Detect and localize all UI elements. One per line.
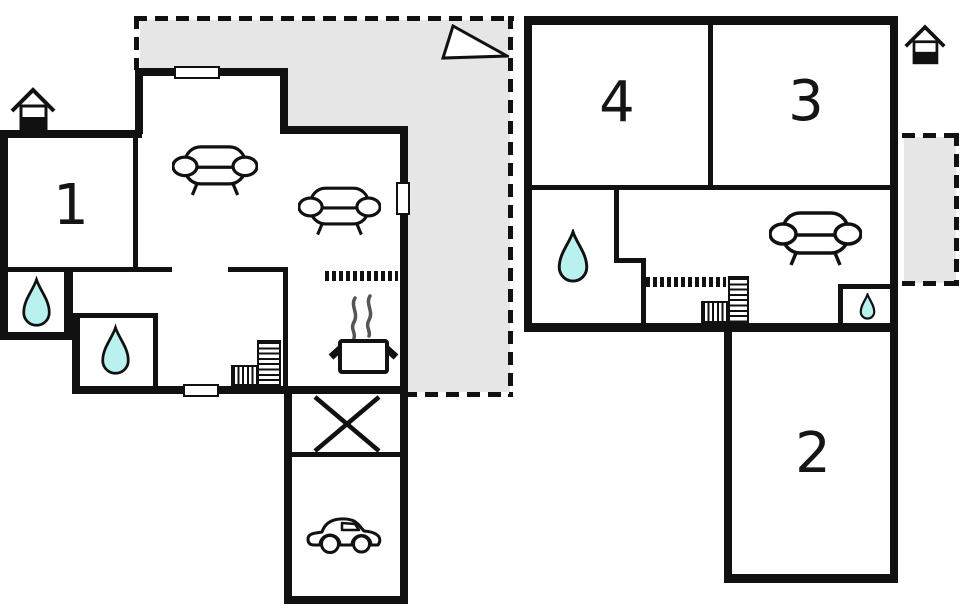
wall: [80, 313, 158, 318]
wall: [283, 267, 288, 388]
wall: [724, 332, 732, 583]
room-label-1: 1: [53, 173, 89, 238]
house-icon: [903, 24, 947, 65]
stairs-icon: [728, 276, 749, 323]
crossed-area-icon: [310, 394, 384, 454]
terrace-dashed-border: [404, 392, 513, 397]
wall: [280, 126, 408, 134]
wall: [532, 185, 890, 190]
terrace-area: [404, 131, 510, 392]
terrace-dashed-border: [508, 16, 513, 397]
wall: [641, 258, 646, 324]
window: [183, 384, 219, 397]
wall: [838, 284, 890, 289]
wall: [0, 267, 172, 272]
window: [174, 66, 220, 79]
wall: [614, 258, 642, 263]
wall: [72, 386, 408, 394]
sofa-icon: [769, 210, 862, 267]
wall: [0, 130, 8, 340]
room-label-2: 2: [795, 421, 831, 486]
room-label-4: 4: [599, 70, 635, 135]
wall: [0, 332, 72, 340]
sofa-icon: [298, 185, 381, 237]
terrace-area: [288, 70, 510, 132]
terrace-dashed-border: [134, 16, 139, 70]
north-arrow-icon: [441, 24, 509, 60]
wall: [400, 126, 408, 604]
house-icon: [9, 87, 57, 131]
water-drop-icon: [100, 323, 131, 378]
wall: [724, 574, 898, 583]
water-drop-icon: [556, 229, 590, 284]
terrace-dashed-border: [954, 133, 959, 286]
wall: [64, 268, 73, 339]
terrace-area: [904, 137, 956, 283]
wall: [708, 25, 713, 187]
dotted-partition: [646, 277, 726, 287]
dotted-partition: [325, 271, 398, 281]
wall: [0, 130, 142, 138]
car-icon: [306, 504, 382, 554]
room-label-3: 3: [788, 69, 824, 134]
stairs-icon: [257, 340, 281, 386]
wall: [153, 313, 158, 388]
window: [396, 182, 410, 215]
wall: [72, 313, 80, 394]
water-drop-icon: [21, 276, 52, 329]
wall: [524, 323, 898, 332]
wall: [838, 284, 843, 324]
wall: [133, 134, 138, 269]
wall: [614, 190, 619, 263]
wall: [292, 452, 400, 457]
wall: [135, 68, 143, 134]
wall: [890, 16, 898, 332]
wall: [284, 596, 408, 604]
wall: [280, 68, 288, 132]
wall: [524, 16, 532, 332]
terrace-dashed-border: [902, 281, 960, 286]
wall: [284, 392, 292, 604]
terrace-dashed-border: [134, 16, 514, 21]
wall: [890, 332, 898, 583]
sofa-icon: [172, 144, 258, 197]
wall: [524, 16, 898, 25]
wall: [228, 267, 288, 272]
stairs-icon: [701, 301, 729, 323]
water-drop-icon: [856, 293, 879, 320]
terrace-dashed-border: [902, 133, 960, 138]
stairs-icon: [231, 365, 258, 386]
stove-icon: [327, 294, 399, 376]
